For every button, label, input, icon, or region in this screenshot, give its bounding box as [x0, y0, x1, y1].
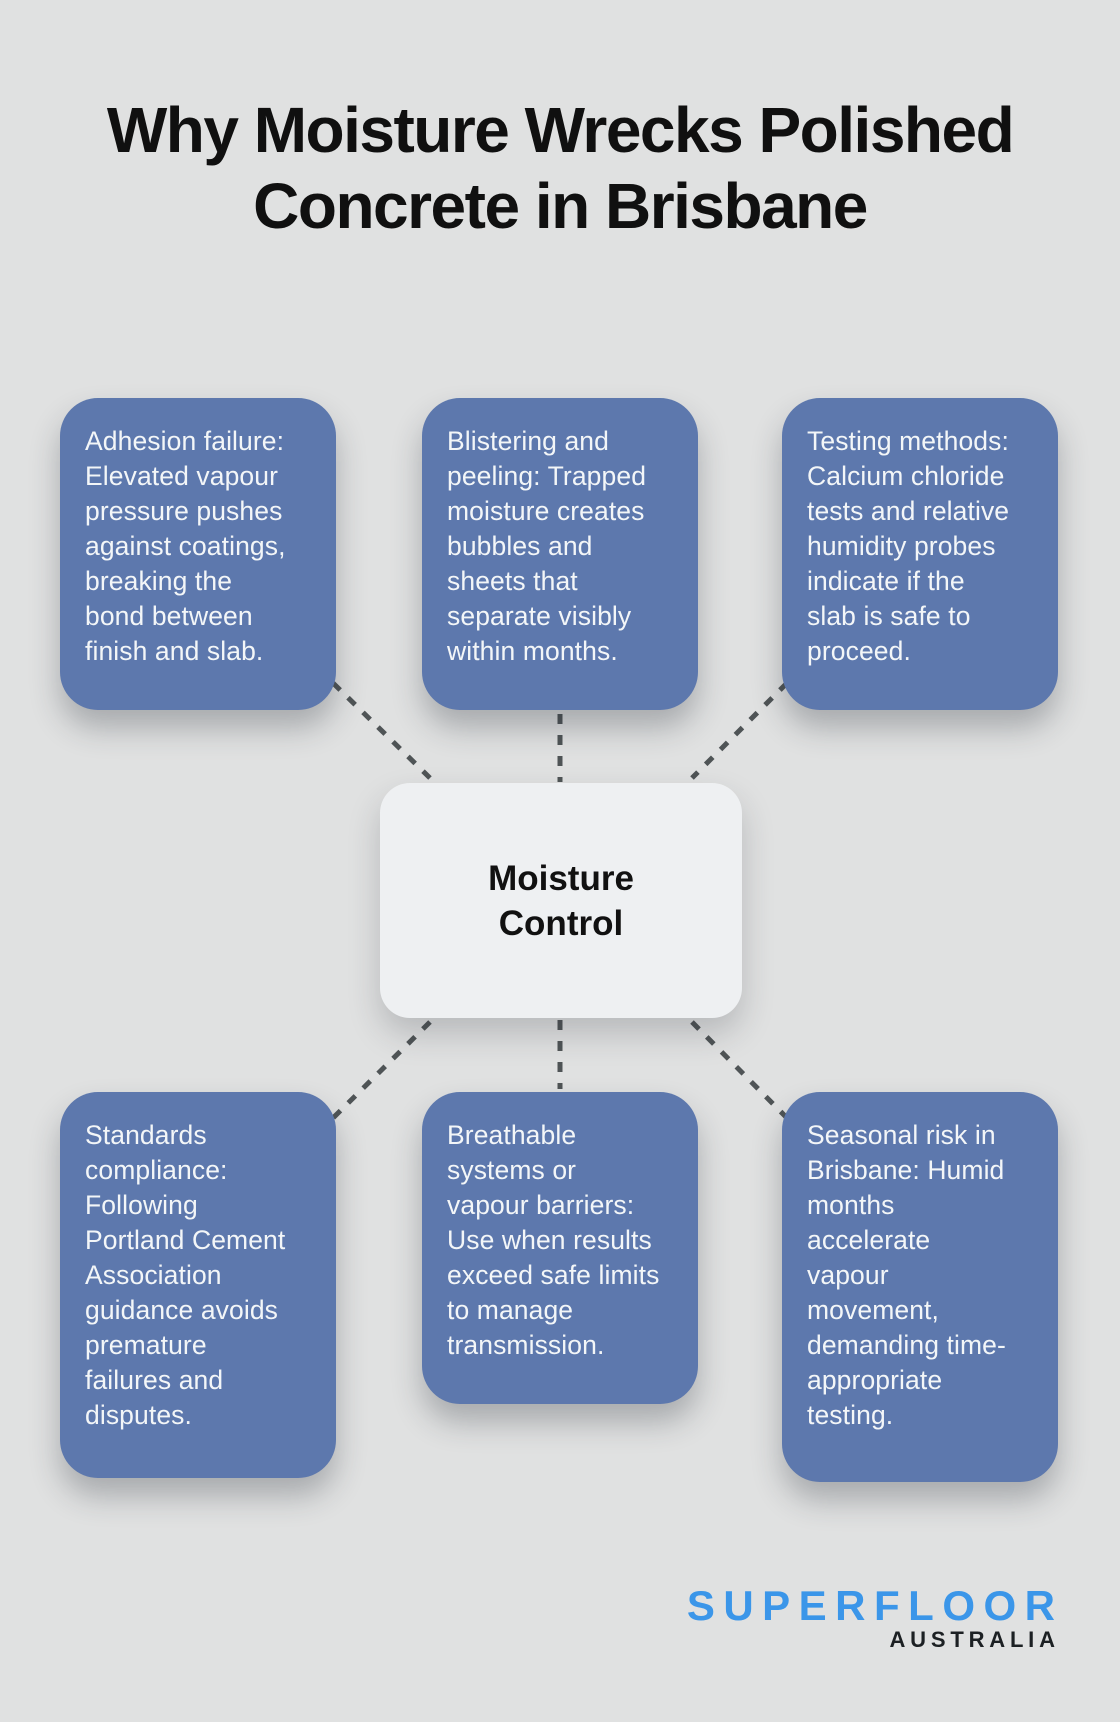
- page-title: Why Moisture Wrecks Polished Concrete in…: [106, 94, 1015, 242]
- node-text: Blistering and peeling: Trapped moisture…: [447, 426, 647, 666]
- brand-name: SUPERFLOOR: [686, 1582, 1064, 1629]
- node-blistering-peeling: Blistering and peeling: Trapped moisture…: [422, 398, 698, 710]
- node-seasonal-risk: Seasonal risk in Brisbane: Humid months …: [782, 1092, 1058, 1482]
- node-standards-compliance: Standards compliance: Following Portland…: [60, 1092, 336, 1478]
- node-text: Standards compliance: Following Portland…: [85, 1120, 286, 1430]
- connector-top-left: [331, 681, 432, 780]
- node-text: Breathable systems or vapour barriers: U…: [447, 1120, 660, 1360]
- center-node-label: Moisture Control: [488, 858, 634, 943]
- center-node-moisture-control: Moisture Control: [380, 783, 742, 1018]
- node-testing-methods: Testing methods: Calcium chloride tests …: [782, 398, 1058, 710]
- node-text: Testing methods: Calcium chloride tests …: [807, 426, 1010, 666]
- node-text: Adhesion failure: Elevated vapour pressu…: [85, 426, 286, 666]
- node-adhesion-failure: Adhesion failure: Elevated vapour pressu…: [60, 398, 336, 710]
- node-breathable-systems: Breathable systems or vapour barriers: U…: [422, 1092, 698, 1404]
- connector-top-right: [690, 681, 789, 780]
- connector-bottom-right: [690, 1020, 789, 1120]
- node-text: Seasonal risk in Brisbane: Humid months …: [807, 1120, 1006, 1430]
- brand-logo: SUPERFLOOR AUSTRALIA: [687, 1584, 1055, 1652]
- connector-bottom-left: [331, 1020, 432, 1120]
- brand-subname: AUSTRALIA: [889, 1627, 1060, 1652]
